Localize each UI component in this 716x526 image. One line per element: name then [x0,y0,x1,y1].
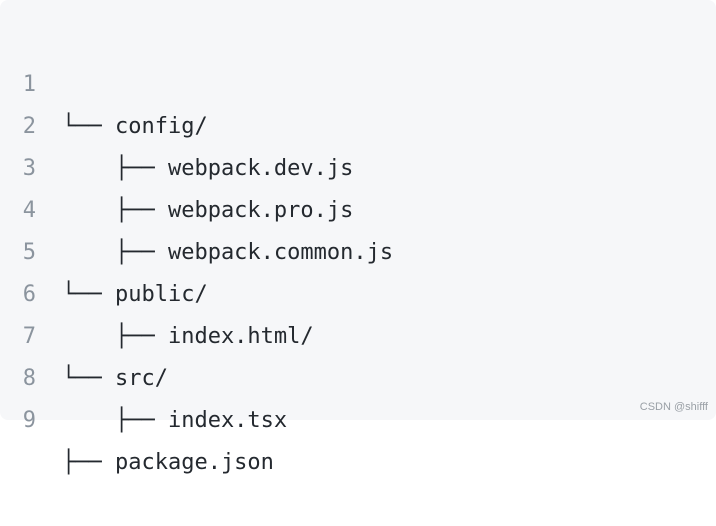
line-text: ├── webpack.common.js [62,240,394,265]
code-line-5: 5 └── public/ [0,190,716,307]
code-line-9: 9 ├── package.json [0,358,716,475]
line-text: └── src/ [62,366,168,391]
line-number: 4 [22,198,36,223]
code-line-3: 3 ├── webpack.pro.js [0,106,716,223]
code-line-1: 1 └── config/ [0,22,716,139]
line-number: 7 [22,324,36,349]
line-text: └── config/ [62,114,208,139]
code-line-2: 2 ├── webpack.dev.js [0,64,716,181]
line-number: 2 [22,114,36,139]
line-text: ├── index.html/ [62,324,314,349]
line-text: ├── package.json [62,450,274,475]
line-number: 5 [22,240,36,265]
watermark: CSDN @shifff [639,401,708,413]
code-line-4: 4 ├── webpack.common.js [0,148,716,265]
code-block: 1 └── config/ 2 ├── webpack.dev.js 3 ├──… [0,22,716,475]
line-text: ├── webpack.pro.js [62,198,354,223]
line-text: └── public/ [62,282,208,307]
code-line-7: 7 └── src/ [0,274,716,391]
line-number: 6 [22,282,36,307]
code-line-8: 8 ├── index.tsx [0,316,716,433]
code-line-6: 6 ├── index.html/ [0,232,716,349]
line-number: 8 [22,366,36,391]
line-number: 3 [22,156,36,181]
line-number: 1 [22,72,36,97]
line-number: 9 [22,408,36,433]
line-text: ├── index.tsx [62,408,288,433]
line-text: ├── webpack.dev.js [62,156,354,181]
